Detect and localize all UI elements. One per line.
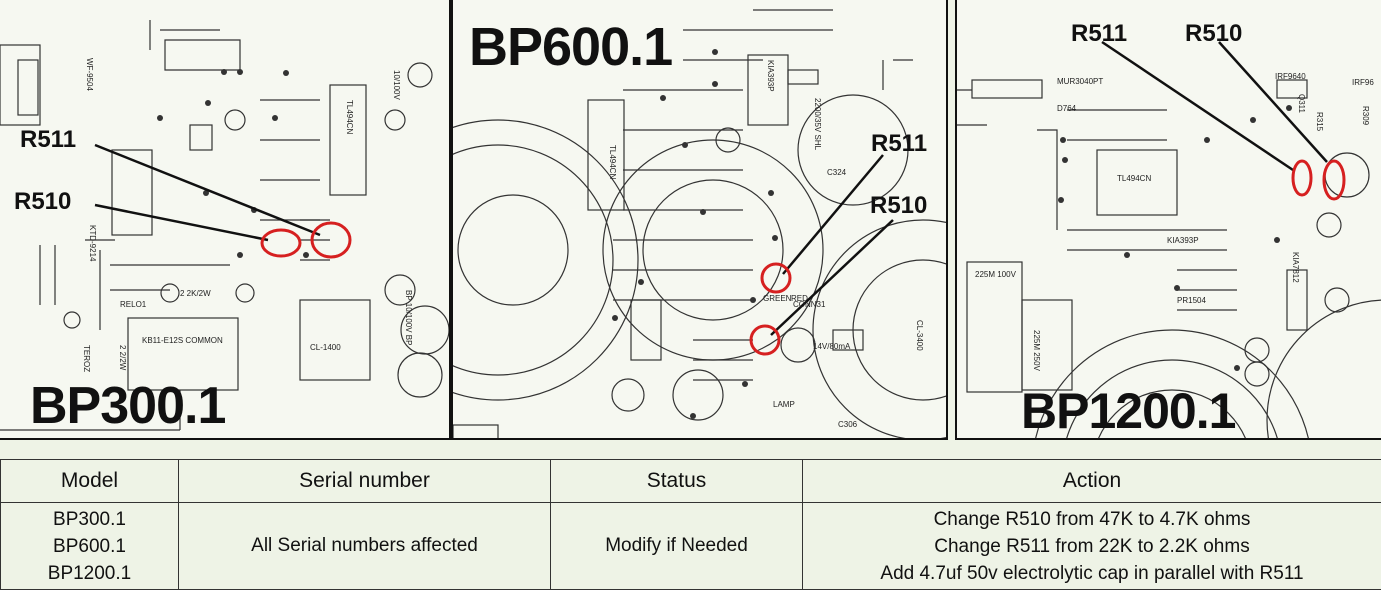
ic-label: TL494CN — [1117, 174, 1151, 183]
terminal-label: TEROZ — [82, 345, 91, 372]
r315-label: R315 — [1315, 112, 1324, 131]
resistor-label: PR1504 — [1177, 296, 1206, 305]
header-model: Model — [1, 460, 179, 503]
header-status: Status — [551, 460, 803, 503]
table-header-row: Model Serial number Status Action — [1, 460, 1381, 503]
r510-highlight-circle — [262, 230, 300, 256]
diode-id-label: D764 — [1057, 104, 1076, 113]
bp600-r511-label: R511 — [871, 130, 927, 158]
lamp-label: LAMP — [773, 400, 795, 409]
action-item: Change R511 from 22K to 2.2K ohms — [803, 533, 1381, 560]
bp1200-schematic — [957, 0, 1381, 440]
action-item: Add 4.7uf 50v electrolytic cap in parall… — [803, 560, 1381, 587]
service-table: Model Serial number Status Action BP300.… — [0, 459, 1381, 590]
r511-highlight-circle — [762, 264, 790, 292]
resistor-label-2: 2 2/2W — [118, 345, 127, 370]
green-label: GREEN — [763, 294, 791, 303]
header-action: Action — [803, 460, 1381, 503]
header-serial-number: Serial number — [179, 460, 551, 503]
transistor-label: KTD-9214 — [88, 225, 97, 261]
actions-cell: Change R510 from 47K to 4.7K ohms Change… — [803, 503, 1381, 590]
action-item: Change R510 from 47K to 4.7K ohms — [803, 506, 1381, 533]
bp300-r511-label: R511 — [20, 126, 76, 154]
r511-highlight-circle — [1293, 161, 1311, 195]
panel-bp600: TL494CN KIA393P 2200/35V SHL C324 CL-340… — [451, 0, 948, 440]
relay-label: KB11-E12S COMMON — [142, 336, 223, 345]
relay-id-label: RELO1 — [120, 300, 146, 309]
table-row: BP300.1 BP600.1 BP1200.1 All Serial numb… — [1, 503, 1381, 590]
connector-label: CONN31 — [793, 300, 825, 309]
resistor-label-1: 2 2K/2W — [180, 289, 211, 298]
panel-bp300: TL494CN WF-9504 KB11-E12S COMMON CL-1400… — [0, 0, 451, 440]
connector-label: WF-9504 — [85, 58, 94, 91]
serial-cell: All Serial numbers affected — [179, 503, 551, 590]
bp1200-r511-label: R511 — [1071, 20, 1127, 48]
coil-label: CL-3400 — [915, 320, 924, 351]
lamp-rating-label: 14V/80mA — [813, 342, 850, 351]
capacitor-label: 2200/35V SHL — [813, 98, 822, 150]
capacitor-label-2: BP 10/100V BP — [404, 290, 413, 345]
bp300-schematic — [0, 0, 451, 440]
comparator-label: KIA393P — [1167, 236, 1199, 245]
capacitor-id-label-2: C306 — [838, 420, 857, 429]
regulator-label: KIA7812 — [1291, 252, 1300, 283]
ic-label: TL494CN — [345, 100, 354, 134]
capacitor-id-label: C324 — [827, 168, 846, 177]
r511-leader-line — [1102, 42, 1293, 170]
comparator-label: KIA393P — [766, 60, 775, 92]
models-cell: BP300.1 BP600.1 BP1200.1 — [1, 503, 179, 590]
q311-label: Q311 — [1297, 94, 1306, 113]
capacitor-label-1: 10/100V — [392, 70, 401, 100]
bp1200-r510-label: R510 — [1185, 20, 1242, 48]
model-item: BP300.1 — [1, 506, 178, 533]
diode-label: MUR3040PT — [1057, 77, 1103, 86]
bp600-r510-label: R510 — [870, 192, 927, 220]
r510-highlight-circle — [751, 326, 779, 354]
capacitor-label-1: 225M 100V — [975, 270, 1016, 279]
model-item: BP1200.1 — [1, 560, 178, 587]
r511-leader-line — [95, 145, 320, 235]
mosfet-label-2: IRF96 — [1352, 78, 1374, 87]
bp300-model-label: BP300.1 — [30, 376, 225, 436]
bp1200-model-label: BP1200.1 — [1021, 382, 1235, 440]
panel-bp1200: MUR3040PT TL494CN KIA393P 225M 100V 225M… — [955, 0, 1381, 440]
schematic-panels: TL494CN WF-9504 KB11-E12S COMMON CL-1400… — [0, 0, 1381, 440]
coil-label: CL-1400 — [310, 343, 341, 352]
bp300-r510-label: R510 — [14, 188, 71, 216]
r510-leader-line — [1219, 42, 1327, 162]
mosfet-label-1: IRF9640 — [1275, 72, 1306, 81]
capacitor-label-2: 225M 250V — [1032, 330, 1041, 371]
ic-label: TL494CN — [608, 145, 617, 179]
bp600-model-label: BP600.1 — [469, 16, 672, 78]
model-item: BP600.1 — [1, 533, 178, 560]
r309-label: R309 — [1361, 106, 1370, 125]
status-cell: Modify if Needed — [551, 503, 803, 590]
